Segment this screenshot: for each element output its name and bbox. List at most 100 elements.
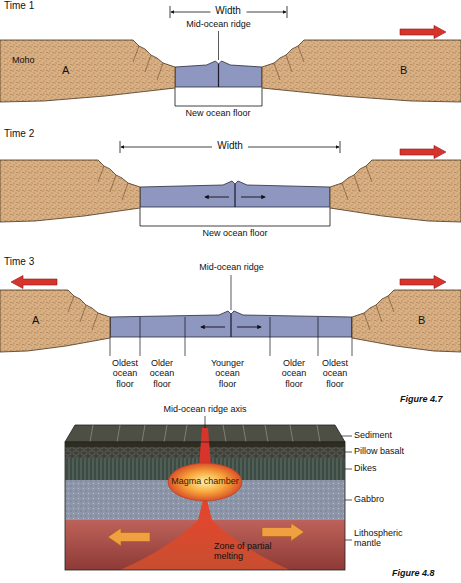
zone-label: Zone of partial melting (214, 541, 274, 562)
age-boundary (140, 317, 141, 356)
age-label: Younger ocean floor (207, 358, 248, 389)
fault-line (366, 166, 372, 182)
plate-motion-arrow (400, 26, 446, 39)
dimension-line (121, 147, 212, 148)
leader-line (341, 436, 352, 437)
dimension-label: Width (208, 5, 248, 17)
chamber-label: Magma chamber (160, 477, 250, 487)
figure-label: Figure 4.7 (400, 394, 458, 404)
fault-line (354, 175, 360, 192)
dimension-tick (287, 6, 288, 18)
ridge-label: Mid-ocean ridge (178, 19, 259, 29)
ocean-crust (175, 61, 262, 87)
cross-sections (0, 6, 461, 356)
age-label: Older ocean floor (277, 358, 311, 389)
plate-letter: A (32, 314, 39, 326)
dimension-tick (170, 6, 171, 18)
ridge-block (65, 416, 352, 570)
layer-label: Sediment (354, 430, 454, 440)
ridge-crack (230, 314, 231, 337)
dimension-tick (120, 141, 121, 153)
spreading-arrow (262, 523, 304, 541)
leader-line (345, 500, 352, 501)
continent-outline (0, 40, 175, 102)
layer-label: Pillow basalt (354, 446, 454, 456)
plate-letter: A (62, 64, 69, 76)
leader-line (231, 275, 232, 310)
continent-block: B (262, 40, 461, 102)
spreading-arrow (108, 528, 150, 546)
age-label: Oldest ocean floor (318, 358, 352, 389)
fault-scarp (142, 425, 145, 442)
age-label: Older ocean floor (145, 358, 179, 389)
plate-motion-arrow (11, 276, 57, 289)
layer-label: Gabbro (354, 494, 454, 504)
fault-line (274, 63, 280, 80)
plate-motion-arrow (400, 146, 446, 159)
fault-scarp (265, 425, 268, 442)
fault-line (80, 305, 86, 322)
layer-label: Lithospheric mantle (354, 528, 412, 549)
fault-line (298, 46, 304, 62)
continent-block (0, 160, 140, 222)
leader-line (345, 540, 352, 541)
ridge-crack (218, 64, 219, 87)
fault-line (286, 55, 292, 72)
magma-chamber: Magma chamber (160, 463, 250, 501)
fault-line (157, 63, 163, 80)
ocean-crust (110, 311, 352, 337)
node-outline (0, 290, 110, 352)
leader-line (218, 31, 219, 60)
figure-label: Figure 4.8 (392, 568, 456, 578)
fault-line (388, 296, 394, 312)
block-outline (65, 442, 345, 570)
fault-scarp (90, 425, 93, 442)
region-label: New ocean floor (190, 228, 280, 238)
leader-line (345, 469, 352, 470)
spreading-arrow (201, 327, 225, 328)
fault-line (110, 175, 116, 192)
fault-line (98, 166, 104, 182)
plate-motion-arrow (400, 276, 446, 289)
fault-scarp (223, 425, 226, 442)
plate-letter: B (400, 64, 407, 76)
boundary-label: Moho (12, 55, 48, 65)
fault-line (364, 313, 370, 330)
fault-line (133, 46, 139, 62)
magma-conduit (199, 428, 211, 466)
continent-block: A (0, 40, 175, 102)
spreading-arrow (241, 197, 265, 198)
continent-outline (262, 40, 461, 102)
layer-label: Dikes (354, 463, 454, 473)
node-outline (262, 40, 461, 102)
continent-block (330, 160, 461, 222)
plate-letter: B (418, 314, 425, 326)
fault-scarp (164, 425, 167, 442)
leader-line (345, 452, 352, 453)
node-outline (352, 290, 461, 352)
panel-label: Time 2 (4, 128, 54, 140)
panel-label: Time 1 (4, 0, 54, 12)
fault-line (145, 55, 151, 72)
dimension-line (171, 12, 211, 13)
ridge-axis-label: Mid-ocean ridge axis (145, 404, 265, 414)
region-label: New ocean floor (173, 108, 263, 118)
fault-line (376, 305, 382, 322)
age-boundary (318, 317, 319, 356)
dimension-line (247, 12, 287, 13)
bracket (175, 88, 262, 106)
spreading-arrow (237, 327, 261, 328)
fault-scarp (117, 425, 120, 442)
panel-label: Time 3 (4, 256, 54, 268)
ocean-crust (140, 181, 330, 207)
node-outline (0, 40, 175, 102)
fault-line (68, 296, 74, 312)
dimension-label: Width (210, 140, 250, 152)
continent-outline (0, 290, 110, 352)
dimension-tick (340, 141, 341, 153)
fault-scarp (290, 425, 293, 442)
fault-scarp (243, 425, 246, 442)
leader-line (205, 416, 206, 428)
dimension-line (248, 147, 339, 148)
fault-scarp (184, 425, 187, 442)
